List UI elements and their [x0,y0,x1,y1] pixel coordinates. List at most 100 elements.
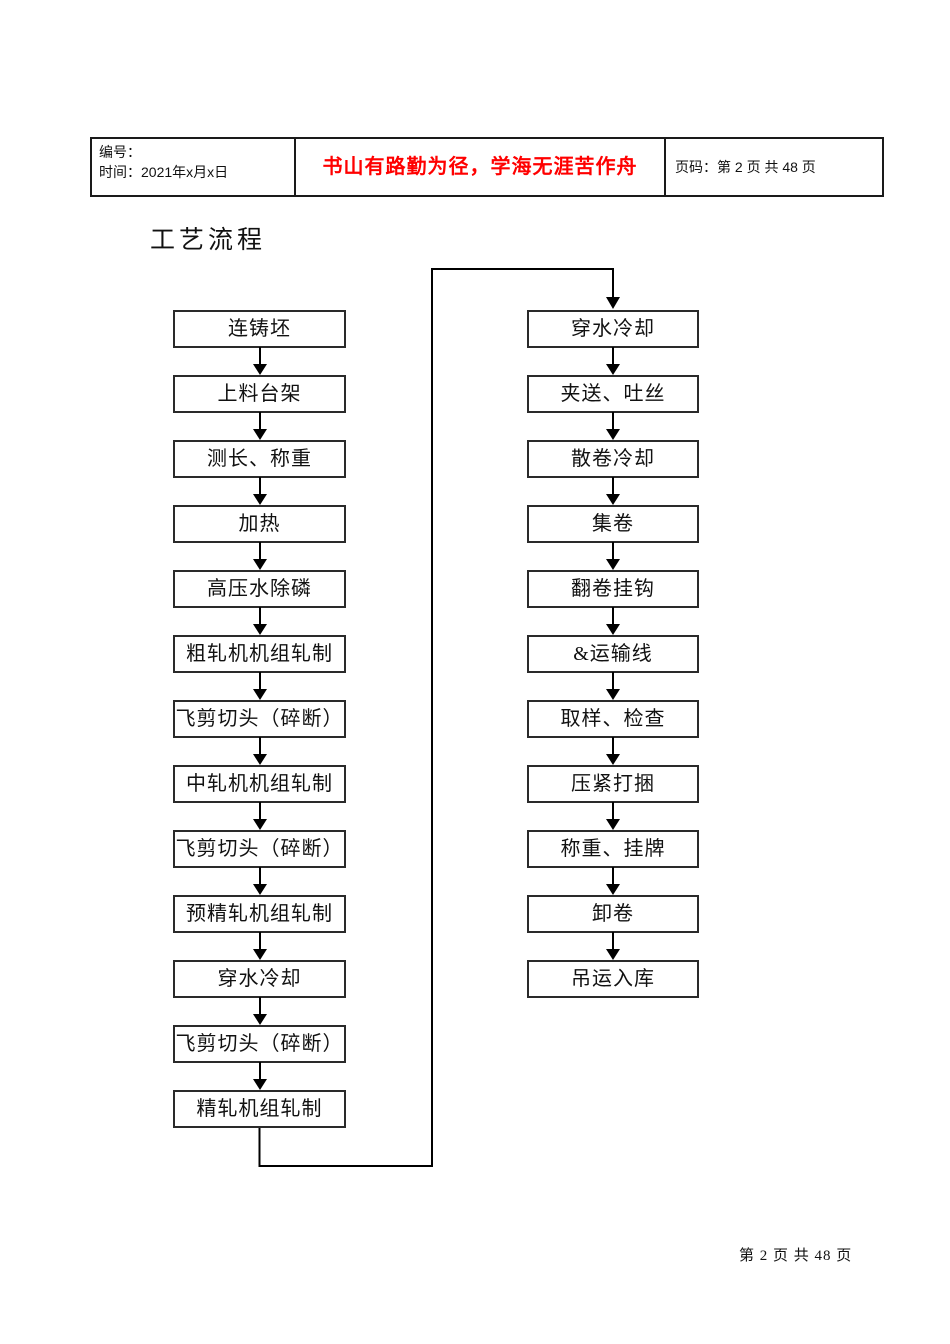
arrow-head [606,689,620,700]
arrow-stem [258,542,261,560]
header-cell-page: 页码：第 2 页 共 48 页 [666,139,882,195]
flow-step: 夹送、吐丝 [527,375,699,413]
arrow-stem [258,802,261,820]
arrow-stem [612,737,614,755]
down-arrow-icon [173,412,346,440]
arrow-stem [258,997,261,1015]
arrow-stem [258,477,261,495]
arrow-head [606,494,620,505]
header-number-label: 编号： [99,144,141,160]
down-arrow-icon [527,672,699,700]
flow-step: 吊运入库 [527,960,699,998]
down-arrow-icon [527,867,699,895]
down-arrow-icon [173,1062,346,1090]
header-cell-motto: 书山有路勤为径，学海无涯苦作舟 [294,139,666,195]
arrow-stem [258,867,261,885]
arrow-head [252,884,267,895]
header-page-label: 页码：第 2 页 共 48 页 [675,159,816,175]
arrow-head [252,1014,267,1025]
flow-step: 飞剪切头（碎断） [173,700,346,738]
down-arrow-icon [173,802,346,830]
arrow-head [252,559,267,570]
flow-step: 测长、称重 [173,440,346,478]
arrow-head [606,364,620,375]
header-table: 编号： 时间：2021年x月x日 书山有路勤为径，学海无涯苦作舟 页码：第 2 … [90,137,884,197]
down-arrow-icon [527,542,699,570]
flow-step: 中轧机机组轧制 [173,765,346,803]
flowchart-right-column: 穿水冷却夹送、吐丝散卷冷却集卷翻卷挂钩&运输线取样、检查压紧打捆称重、挂牌卸卷吊… [527,310,699,998]
flow-step: 取样、检查 [527,700,699,738]
flow-step: 卸卷 [527,895,699,933]
arrow-head [606,559,620,570]
arrow-head [252,1079,267,1090]
flow-step: 预精轧机组轧制 [173,895,346,933]
flow-step: 称重、挂牌 [527,830,699,868]
page-title: 工艺流程 [150,227,267,254]
footer-page-number: 第 2 页 共 48 页 [739,1248,853,1264]
down-arrow-icon [527,737,699,765]
arrow-stem [612,347,614,365]
flow-step: 翻卷挂钩 [527,570,699,608]
arrow-head [606,624,620,635]
down-arrow-icon [173,867,346,895]
arrow-head [252,754,267,765]
arrow-stem [612,412,614,430]
down-arrow-icon [527,932,699,960]
arrow-head [252,689,267,700]
flow-step: 集卷 [527,505,699,543]
flow-step: 穿水冷却 [173,960,346,998]
arrow-head [252,624,267,635]
arrow-stem [258,1062,261,1080]
flow-step: 精轧机组轧制 [173,1090,346,1128]
flow-step: 粗轧机机组轧制 [173,635,346,673]
arrow-stem [612,867,614,885]
arrow-head [252,949,267,960]
flowchart-left-column: 连铸坯上料台架测长、称重加热高压水除磷粗轧机机组轧制飞剪切头（碎断）中轧机机组轧… [173,310,346,1128]
flow-step: 穿水冷却 [527,310,699,348]
arrow-head [606,949,620,960]
down-arrow-icon [173,607,346,635]
down-arrow-icon [173,932,346,960]
flow-step: 连铸坯 [173,310,346,348]
arrow-head [252,819,267,830]
down-arrow-icon [527,347,699,375]
arrow-stem [612,607,614,625]
down-arrow-icon [527,607,699,635]
down-arrow-icon [173,477,346,505]
down-arrow-icon [173,997,346,1025]
arrow-head [606,884,620,895]
flow-step: 散卷冷却 [527,440,699,478]
arrow-head [252,364,267,375]
arrow-head [252,429,267,440]
header-motto: 书山有路勤为径，学海无涯苦作舟 [322,156,638,178]
flow-step: 上料台架 [173,375,346,413]
down-arrow-icon [527,802,699,830]
arrow-stem [612,802,614,820]
arrow-head [606,754,620,765]
flow-step: 加热 [173,505,346,543]
arrow-stem [612,542,614,560]
arrow-stem [612,932,614,950]
arrow-stem [258,347,261,365]
header-cell-meta: 编号： 时间：2021年x月x日 [92,139,294,195]
down-arrow-icon [527,412,699,440]
arrow-head [606,819,620,830]
down-arrow-icon [173,737,346,765]
arrow-stem [612,672,614,690]
flow-step: 飞剪切头（碎断） [173,1025,346,1063]
arrow-stem [258,607,261,625]
arrow-head [606,429,620,440]
down-arrow-icon [173,672,346,700]
arrow-stem [258,412,261,430]
down-arrow-icon [173,347,346,375]
arrow-stem [258,737,261,755]
flow-step: 压紧打捆 [527,765,699,803]
arrow-stem [258,932,261,950]
arrow-stem [258,672,261,690]
arrow-head [252,494,267,505]
flow-step: 飞剪切头（碎断） [173,830,346,868]
flow-step: &运输线 [527,635,699,673]
down-arrow-icon [527,477,699,505]
